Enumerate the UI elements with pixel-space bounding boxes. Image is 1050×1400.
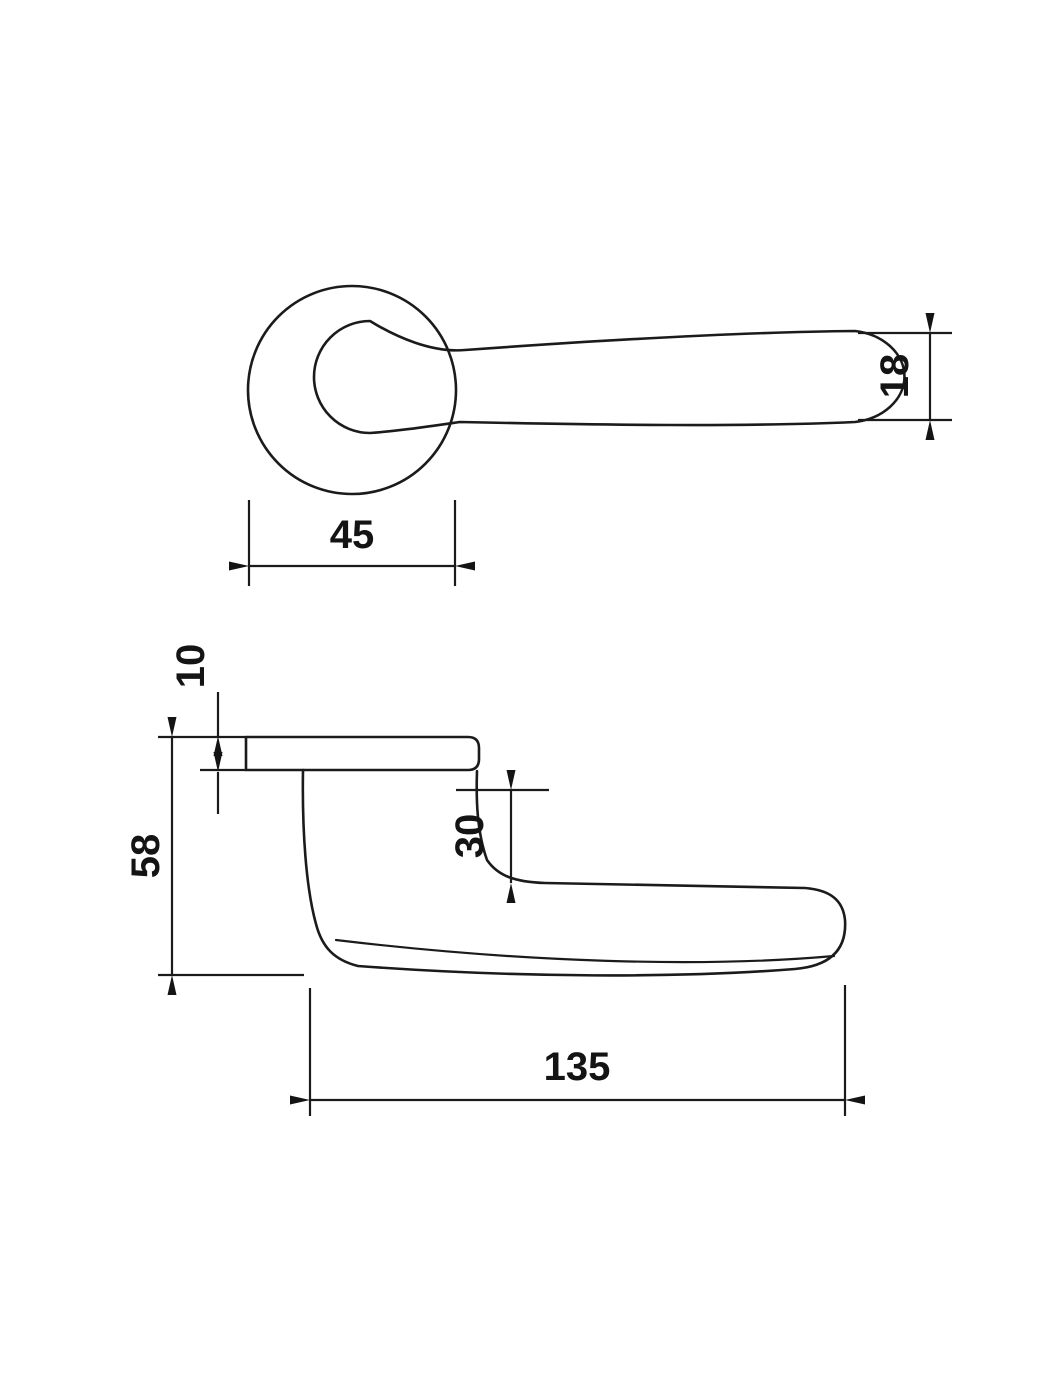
rosette-outline bbox=[246, 284, 458, 496]
dim-handle-length-label: 135 bbox=[544, 1045, 611, 1089]
dim-rosette-thickness-label: 10 bbox=[169, 644, 213, 689]
handle-side-inner-edge bbox=[334, 938, 836, 964]
dim-neck-offset-label: 30 bbox=[448, 814, 492, 859]
dim-rosette-diameter-label: 45 bbox=[330, 513, 375, 557]
dim-overall-projection: 58 bbox=[124, 717, 304, 995]
dim-grip-width: 18 bbox=[858, 313, 952, 440]
front-view: 18 45 bbox=[229, 284, 952, 586]
dim-grip-width-label: 18 bbox=[873, 354, 917, 399]
dim-rosette-diameter: 45 bbox=[229, 500, 475, 586]
handle-side-outline bbox=[301, 768, 847, 977]
dim-handle-length: 135 bbox=[290, 985, 865, 1116]
dim-overall-projection-label: 58 bbox=[124, 834, 168, 879]
dim-neck-offset: 30 bbox=[448, 770, 549, 903]
dim-rosette-thickness: 10 bbox=[169, 644, 246, 814]
side-view: 10 58 30 135 bbox=[124, 644, 865, 1116]
handle-front-outline bbox=[312, 319, 906, 435]
rosette-side-outline bbox=[244, 735, 481, 772]
